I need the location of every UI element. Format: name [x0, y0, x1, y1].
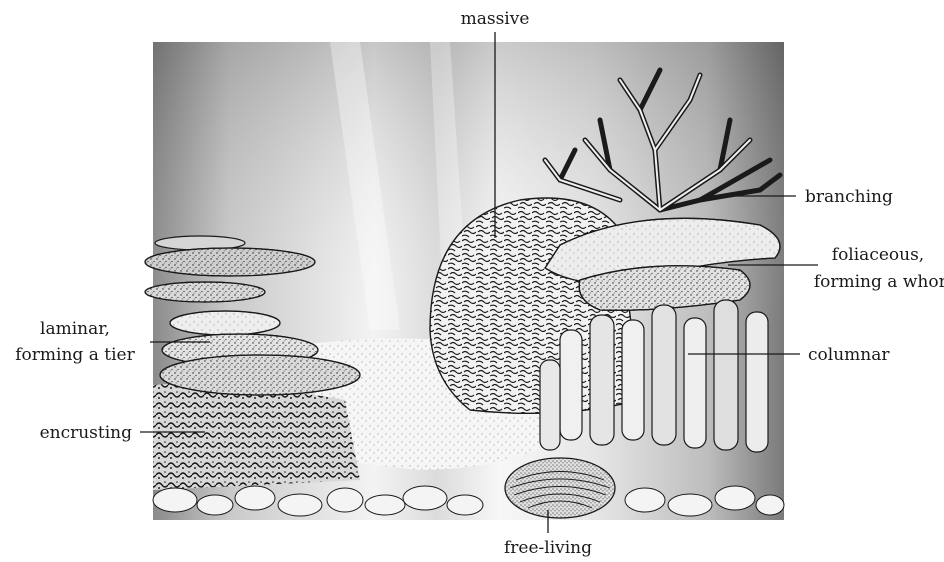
- label-free-living: free-living: [504, 538, 592, 558]
- label-branching: branching: [805, 187, 893, 207]
- label-foliaceous-line1: foliaceous,: [832, 245, 924, 265]
- label-encrusting: encrusting: [40, 423, 133, 443]
- free-living-coral: [505, 458, 615, 518]
- label-laminar-line1: laminar,: [40, 319, 110, 339]
- label-massive: massive: [461, 9, 530, 29]
- label-foliaceous-line2: forming a whorl: [814, 272, 944, 292]
- encrusting-coral: [153, 384, 360, 490]
- label-columnar: columnar: [808, 345, 890, 365]
- label-laminar-line2: forming a tier: [15, 345, 135, 365]
